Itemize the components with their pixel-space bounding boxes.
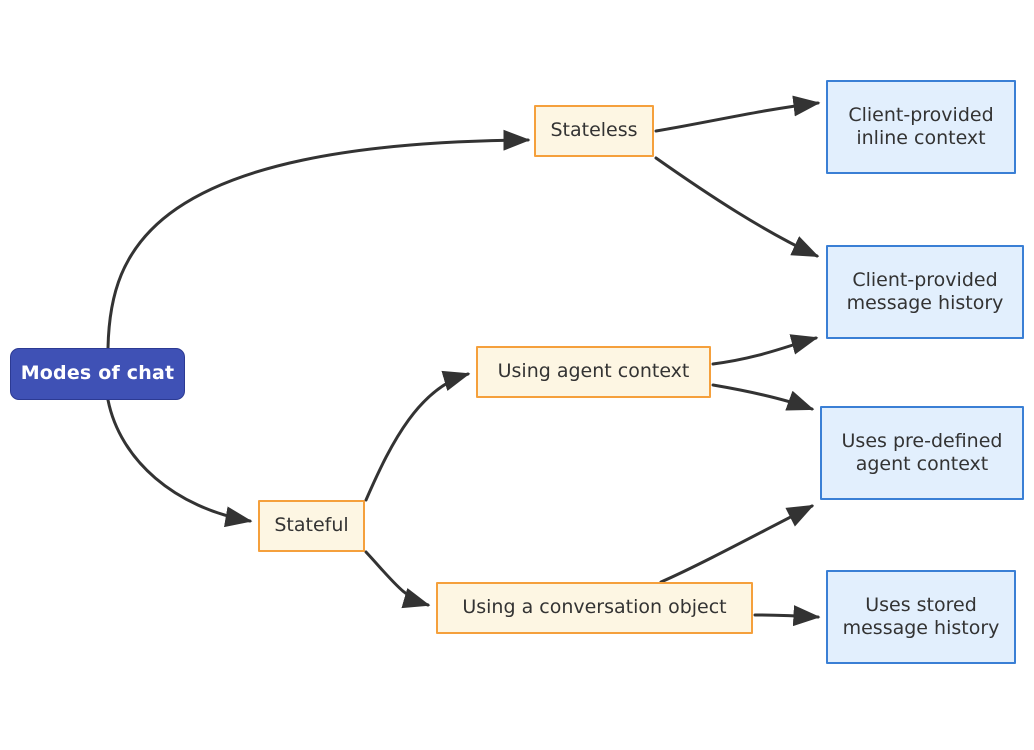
node-predef[interactable]: Uses pre-defined agent context xyxy=(820,406,1024,500)
node-stored[interactable]: Uses stored message history xyxy=(826,570,1016,664)
node-agentctx[interactable]: Using agent context xyxy=(476,346,711,398)
edge-convobj-to-stored xyxy=(753,605,821,627)
edge-stateful-to-agentctx xyxy=(364,370,471,502)
node-msghist[interactable]: Client-provided message history xyxy=(826,245,1024,339)
edge-root-to-stateful xyxy=(106,398,253,528)
edge-paths xyxy=(106,95,821,627)
edge-convobj-to-predef xyxy=(659,504,815,584)
node-inline[interactable]: Client-provided inline context xyxy=(826,80,1016,174)
edge-agentctx-to-predef xyxy=(711,383,815,411)
edge-agentctx-to-msghist xyxy=(711,334,819,366)
node-root[interactable]: Modes of chat xyxy=(10,348,185,400)
node-convobj[interactable]: Using a conversation object xyxy=(436,582,753,634)
node-stateless[interactable]: Stateless xyxy=(534,105,654,157)
edge-stateful-to-convobj xyxy=(364,550,431,609)
edge-stateless-to-msghist xyxy=(654,156,820,258)
edge-stateless-to-inline xyxy=(654,95,821,133)
node-stateful[interactable]: Stateful xyxy=(258,500,365,552)
edge-root-to-stateless xyxy=(106,129,531,350)
